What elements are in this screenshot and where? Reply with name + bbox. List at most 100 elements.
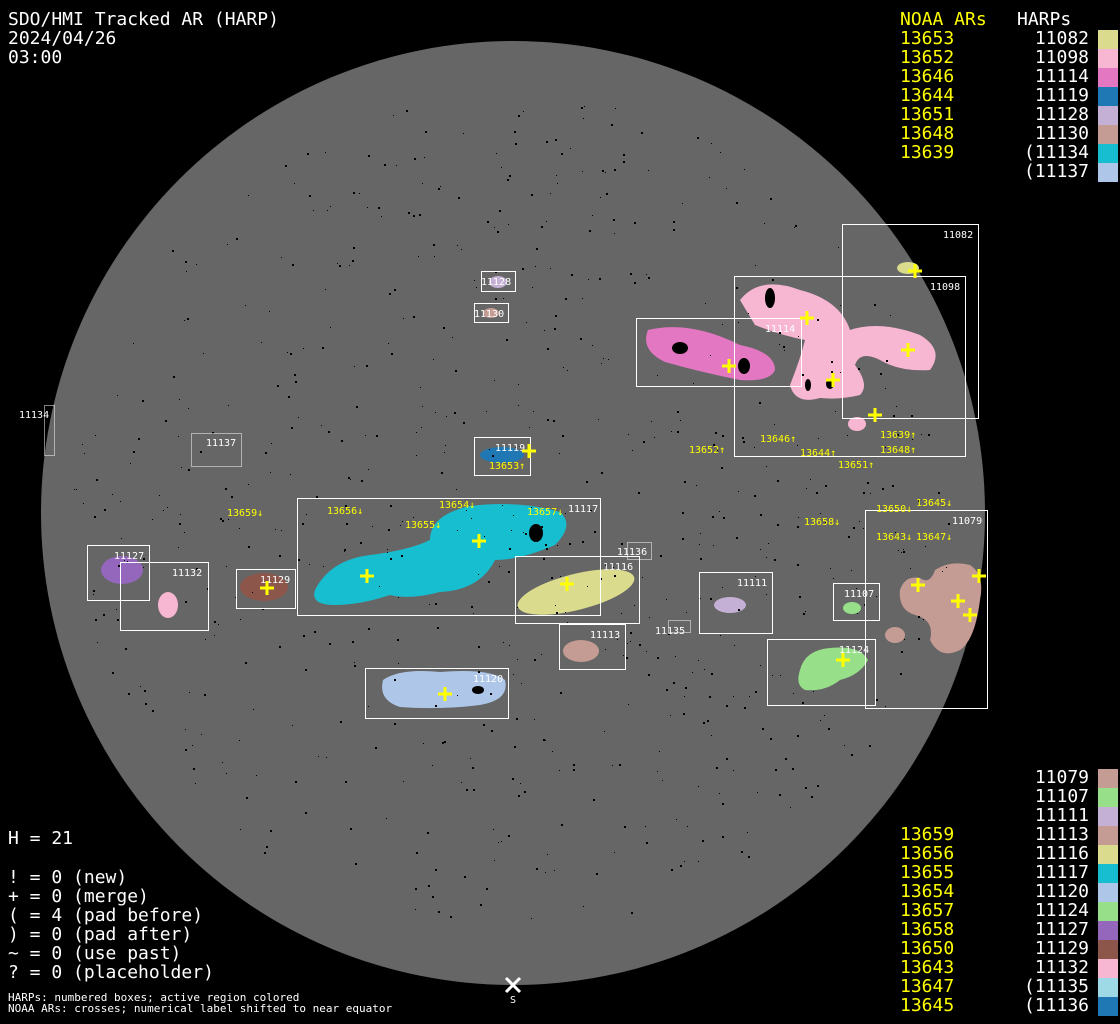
speckle	[546, 548, 548, 550]
speckle	[355, 863, 357, 865]
speckle	[847, 435, 848, 436]
speckle	[179, 399, 180, 400]
noaa-label: 13646↑	[760, 434, 796, 445]
harp-box-outline[interactable]	[44, 405, 55, 456]
speckle	[606, 193, 608, 195]
speckle	[483, 724, 485, 726]
speckle	[634, 222, 636, 224]
speckle	[117, 395, 118, 396]
noaa-cross	[963, 608, 977, 622]
harp-box-11116[interactable]: 11116	[515, 556, 640, 624]
sunspot	[529, 524, 543, 542]
harp-box-outline[interactable]	[865, 510, 988, 709]
harp-box-11134[interactable]: 11134	[19, 405, 55, 456]
harp-box-11132[interactable]: 11132	[120, 562, 209, 631]
harp-box-11130[interactable]: 11130	[474, 303, 509, 323]
speckle	[632, 450, 633, 451]
speckle	[621, 613, 622, 614]
harp-box-outline[interactable]	[699, 572, 773, 634]
speckle	[565, 513, 566, 514]
harp-box-11120[interactable]: 11120	[365, 668, 509, 719]
speckle	[795, 225, 797, 227]
harp-box-outline[interactable]	[767, 639, 876, 706]
speckle	[354, 366, 355, 367]
speckle	[515, 143, 517, 145]
harp-box-outline[interactable]	[515, 556, 640, 624]
speckle	[770, 198, 772, 200]
speckle	[668, 633, 670, 635]
speckle	[294, 183, 295, 184]
harp-box-11135[interactable]: 11135	[655, 620, 691, 638]
harp-box-outline[interactable]	[87, 545, 150, 601]
speckle	[559, 453, 560, 454]
speckle	[790, 807, 791, 808]
speckle	[772, 675, 773, 676]
speckle	[356, 406, 358, 408]
speckle	[322, 347, 324, 349]
harp-box-11128[interactable]: 11128	[481, 271, 516, 292]
harp-box-11124[interactable]: 11124	[767, 639, 876, 706]
speckle	[432, 896, 434, 898]
harp-box-11113[interactable]: 11113	[559, 624, 626, 670]
speckle	[330, 206, 331, 207]
speckle	[416, 852, 418, 854]
harp-box-outline[interactable]	[636, 318, 802, 387]
noaa-number: 13646	[900, 66, 955, 87]
speckle	[435, 869, 437, 871]
harp-box-11114[interactable]: 11114	[636, 318, 802, 387]
speckle	[870, 493, 871, 494]
speckle	[466, 510, 467, 511]
harp-box-outline[interactable]	[474, 303, 509, 323]
speckle	[516, 718, 518, 720]
speckle	[671, 869, 673, 871]
harp-box-outline[interactable]	[481, 271, 516, 292]
speckle	[748, 856, 750, 858]
speckle	[710, 598, 712, 600]
harp-box-11082[interactable]: 11082	[842, 224, 979, 419]
speckle	[359, 193, 360, 194]
harp-box-11137[interactable]: 11137	[191, 433, 242, 467]
speckle	[200, 451, 202, 453]
speckle	[515, 447, 516, 448]
speckle	[715, 432, 717, 434]
harp-box-outline[interactable]	[842, 224, 979, 419]
harp-box-11079[interactable]: 11079	[865, 510, 988, 709]
speckle	[518, 115, 520, 117]
speckle	[269, 311, 270, 312]
noaa-number: 13657	[900, 900, 955, 921]
harp-box-outline[interactable]	[191, 433, 242, 467]
harp-box-outline[interactable]	[668, 620, 691, 633]
speckle	[657, 375, 658, 376]
speckle	[503, 642, 504, 643]
noaa-cross	[360, 569, 374, 583]
noaa-cross	[438, 687, 452, 701]
speckle	[367, 207, 368, 208]
note-noaa: NOAA ARs: crosses; numerical label shift…	[8, 1002, 393, 1015]
noaa-label: 13645↓	[916, 498, 952, 509]
speckle	[736, 287, 738, 289]
harp-box-outline[interactable]	[365, 668, 509, 719]
harp-box-outline[interactable]	[833, 583, 880, 621]
speckle	[721, 467, 723, 469]
speckle	[825, 522, 826, 523]
speckle	[368, 628, 370, 630]
speckle	[886, 360, 888, 362]
harp-box-11127[interactable]: 11127	[87, 545, 150, 601]
speckle	[368, 469, 369, 470]
harp-box-outline[interactable]	[236, 569, 296, 609]
speckle	[779, 794, 781, 796]
harp-box-outline[interactable]	[559, 624, 626, 670]
speckle	[541, 654, 542, 655]
harp-box-outline[interactable]	[120, 562, 209, 631]
speckle	[529, 427, 530, 428]
speckle	[687, 826, 688, 827]
harp-box-11129[interactable]: 11129	[236, 569, 296, 609]
speckle	[309, 195, 311, 197]
noaa-number: 13650	[900, 938, 955, 959]
speckle	[555, 139, 557, 141]
harp-box-11111[interactable]: 11111	[699, 572, 773, 634]
harp-box-11107[interactable]: 11107	[833, 583, 880, 621]
region-11128	[489, 276, 507, 288]
speckle	[400, 525, 401, 526]
speckle	[381, 216, 382, 217]
